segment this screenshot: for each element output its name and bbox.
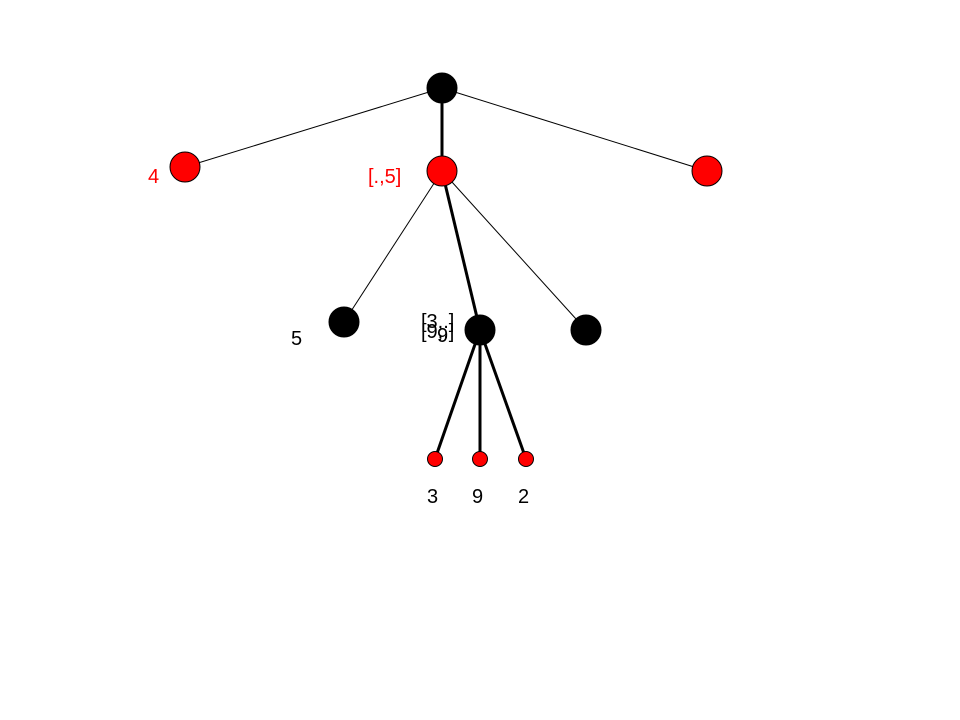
edge-middle-to-black-center — [440, 170, 482, 331]
black-node-left — [328, 306, 360, 338]
tree-nodes — [169, 72, 723, 467]
tree-edges — [184, 87, 708, 460]
red-node-right — [691, 155, 723, 187]
black-node-center — [464, 314, 496, 346]
label-leaf-left: 3 — [427, 486, 438, 508]
label-black-left: 5 — [291, 328, 302, 350]
label-middle-red: [.,5] — [368, 166, 401, 188]
edge-middle-to-black-left — [343, 170, 443, 323]
red-node-left — [169, 151, 201, 183]
leaf-node-left — [427, 451, 443, 467]
label-center-overlap-b: [9,.] — [421, 321, 454, 343]
label-leaf-mid: 9 — [472, 486, 483, 508]
label-left-red: 4 — [148, 166, 159, 188]
black-node-right — [570, 314, 602, 346]
root-node — [426, 72, 458, 104]
edge-center-to-leaf-left — [433, 329, 482, 460]
edge-root-right — [441, 87, 708, 172]
edge-center-to-leaf-right — [478, 329, 528, 460]
red-node-middle — [426, 155, 458, 187]
tree-labels: 4 [.,5] 5 [3,.] [9,.] 9 3 9 2 — [148, 166, 529, 508]
edge-root-left — [184, 87, 443, 168]
label-center-overlap-a: [3,.] — [421, 311, 454, 333]
label-center-overlap-c: 9 — [437, 325, 448, 347]
edge-middle-to-black-right — [441, 170, 587, 331]
leaf-node-mid — [472, 451, 488, 467]
leaf-node-right — [518, 451, 534, 467]
label-leaf-right: 2 — [518, 486, 529, 508]
